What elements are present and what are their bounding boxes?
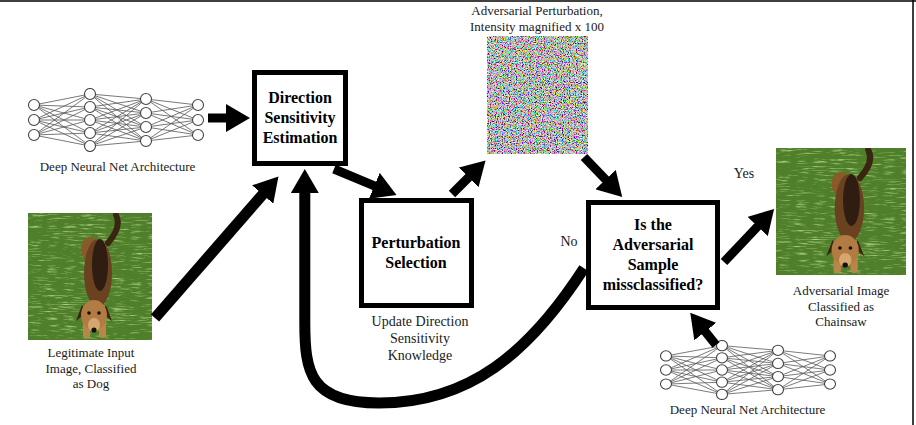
- caption-label: Adversarial Perturbation, Intensity magn…: [457, 3, 617, 34]
- caption-label: Legitimate Input Image, Classified as Do…: [40, 345, 142, 392]
- caption-label: No: [552, 234, 586, 251]
- flow-arrow: [155, 193, 264, 318]
- perturbation-noise: [487, 36, 588, 154]
- process-box: Perturbation Selection: [359, 198, 474, 308]
- caption-label: Adversarial Image Classified as Chainsaw: [785, 283, 897, 330]
- neural-net-icon: [661, 340, 836, 399]
- edge-label: Update Direction Sensitivity Knowledge: [360, 314, 480, 364]
- flow-arrow: [452, 176, 470, 194]
- box-text: Perturbation Selection: [368, 233, 465, 273]
- flow-arrow: [208, 114, 228, 123]
- process-box: Is the Adversarial Sample missclassified…: [586, 200, 720, 310]
- frame-line: [0, 0, 916, 2]
- caption-label: Deep Neural Net Architecture: [650, 402, 845, 418]
- flow-connector: [334, 169, 376, 187]
- box-text: Is the Adversarial Sample missclassified…: [595, 215, 711, 295]
- neural-net-icon: [29, 89, 204, 152]
- box-text: Direction Sensitivity Estimation: [261, 88, 339, 148]
- caption-label: Yes: [724, 166, 764, 183]
- dog-photo: [28, 213, 152, 340]
- flow-connector: [305, 191, 584, 403]
- frame-line: [912, 0, 914, 425]
- flow-arrow: [704, 330, 716, 345]
- flow-arrow: [584, 157, 607, 181]
- caption-label: Deep Neural Net Architecture: [20, 159, 215, 175]
- flow-arrow: [724, 225, 759, 262]
- process-box: Direction Sensitivity Estimation: [252, 70, 348, 166]
- adversarial-dog-photo: [776, 148, 906, 275]
